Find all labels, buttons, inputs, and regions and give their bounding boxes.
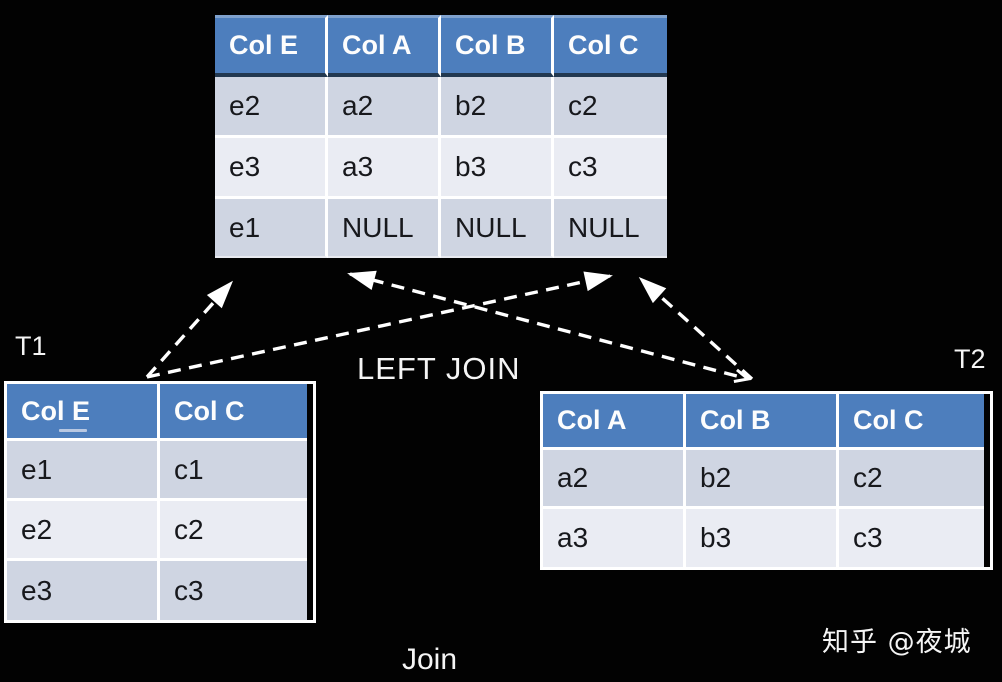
table-cell: a3 bbox=[328, 138, 441, 199]
table-cell: e1 bbox=[7, 441, 160, 501]
zhihu-watermark: 知乎 @夜城 bbox=[822, 627, 972, 658]
table-cell: a2 bbox=[543, 450, 686, 509]
table-cell: e1 bbox=[215, 199, 328, 258]
result-table: Col E Col A Col B Col C e2 a2 b2 c2 e3 a… bbox=[215, 15, 667, 258]
table-cell: c2 bbox=[160, 501, 307, 561]
header-label: Col E bbox=[21, 395, 91, 426]
header-cell: Col E bbox=[215, 15, 328, 77]
t2-label: T2 bbox=[954, 344, 986, 374]
header-cell: Col C bbox=[160, 384, 307, 441]
t1-table: Col E Col C e1 c1 e2 c2 e3 c3 bbox=[4, 381, 316, 623]
header-cell: Col B bbox=[686, 394, 839, 450]
table-cell: b3 bbox=[441, 138, 554, 199]
table-cell: c3 bbox=[839, 509, 984, 567]
arrow-t2-to-result-colc bbox=[638, 276, 754, 381]
header-cell: Col A bbox=[543, 394, 686, 450]
table-cell: e3 bbox=[215, 138, 328, 199]
header-cell: Col A bbox=[328, 15, 441, 77]
header-cell: Col B bbox=[441, 15, 554, 77]
table-cell: c2 bbox=[554, 77, 667, 138]
table-cell: c3 bbox=[554, 138, 667, 199]
t2-table: Col A Col B Col C a2 b2 c2 a3 b3 c3 bbox=[540, 391, 993, 570]
arrow-t1-to-result-cole bbox=[145, 280, 233, 379]
table-cell: a3 bbox=[543, 509, 686, 567]
header-cell: Col C bbox=[839, 394, 984, 450]
table-cell: e3 bbox=[7, 561, 160, 620]
table-cell: b2 bbox=[686, 450, 839, 509]
table-cell: b3 bbox=[686, 509, 839, 567]
header-cell: Col C bbox=[554, 15, 667, 77]
col-e-underline bbox=[59, 429, 87, 432]
table-cell: e2 bbox=[215, 77, 328, 138]
table-cell: c2 bbox=[839, 450, 984, 509]
table-cell: a2 bbox=[328, 77, 441, 138]
table-cell: c1 bbox=[160, 441, 307, 501]
header-cell: Col E bbox=[7, 384, 160, 441]
join-caption: Join bbox=[402, 643, 458, 676]
table-cell: c3 bbox=[160, 561, 307, 620]
table-cell: e2 bbox=[7, 501, 160, 561]
null-cell: NULL bbox=[328, 199, 441, 258]
left-join-label: LEFT JOIN bbox=[357, 351, 521, 386]
t1-label: T1 bbox=[15, 331, 47, 361]
table-cell: b2 bbox=[441, 77, 554, 138]
null-cell: NULL bbox=[554, 199, 667, 258]
null-cell: NULL bbox=[441, 199, 554, 258]
